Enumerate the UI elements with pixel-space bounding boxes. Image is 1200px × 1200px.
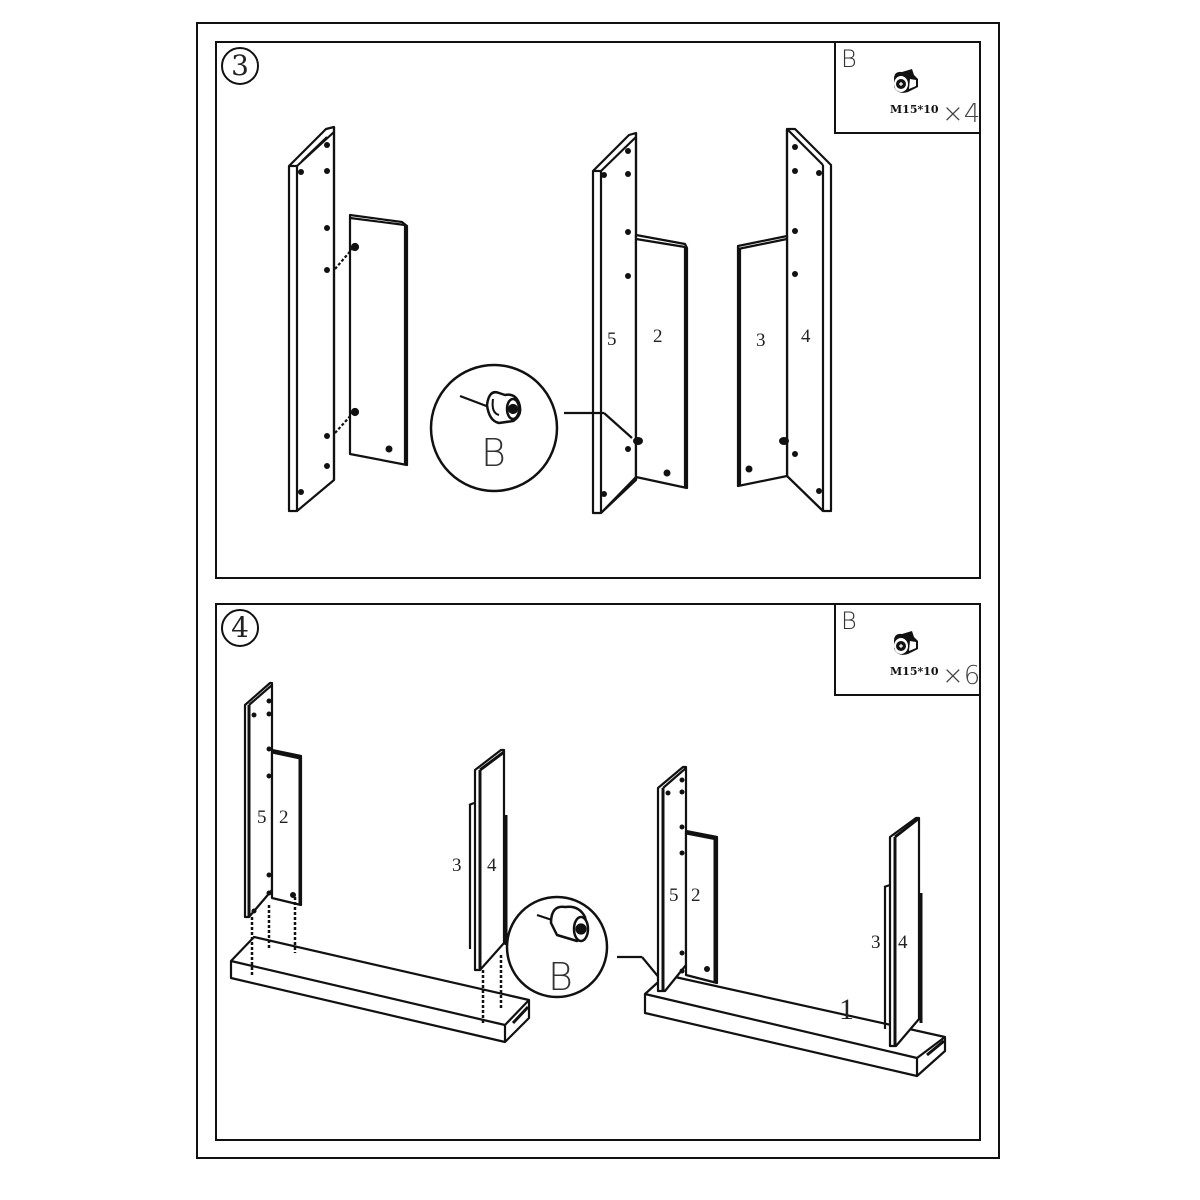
cam-lock-icon [485,391,522,425]
step-3-panel: 3 B M15*10 ×4 [215,41,981,579]
part-label-2: 2 [691,885,701,906]
step-4-panel: 4 B M15*10 ×6 [215,603,981,1141]
callout-hardware-letter: B [548,955,573,999]
part-label-5: 5 [607,329,617,350]
part-label-2: 2 [653,326,663,347]
part-label-2: 2 [279,807,289,828]
hardware-box: B M15*10 ×4 [834,43,981,134]
cam-lock-icon [549,905,590,943]
part-label-4: 4 [801,326,811,347]
part-label-5: 5 [257,807,267,828]
part-label-4: 4 [487,855,497,876]
hardware-letter: B [841,607,857,635]
step-4-illustration [229,681,947,1078]
cam-lock-icon [894,631,918,655]
step-number-badge: 3 [221,47,259,85]
part-label-4: 4 [898,932,908,953]
hardware-code: M15*10 [890,665,939,678]
callout-hardware-letter: B [481,431,506,475]
part-label-3: 3 [871,932,881,953]
hardware-letter: B [841,45,857,73]
hardware-box: B M15*10 ×6 [834,605,981,696]
hardware-code: M15*10 [890,103,939,116]
part-label-5: 5 [669,885,679,906]
step-3-illustration [287,125,833,515]
hardware-quantity: ×4 [942,99,981,129]
part-label-3: 3 [756,330,766,351]
tall-board-left [287,125,336,513]
part-label-1: 1 [839,993,854,1026]
cam-lock-icon [894,69,918,93]
instruction-page-frame [196,22,1000,1159]
hardware-quantity: ×6 [942,661,981,691]
step-number-badge: 4 [221,609,259,647]
part-label-3: 3 [452,855,462,876]
